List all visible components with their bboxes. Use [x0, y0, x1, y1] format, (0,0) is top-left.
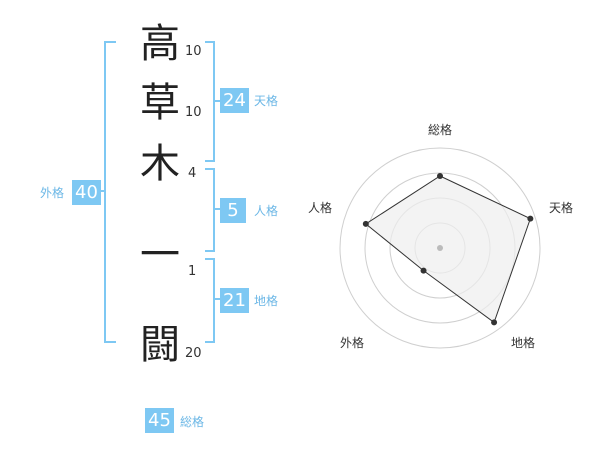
name-char-1: 高 [140, 21, 180, 67]
stroke-count-2: 10 [185, 105, 202, 120]
radar-point-5 [362, 220, 369, 227]
jinkaku-bracket-tick [215, 208, 220, 210]
chikaku-label: 地格 [254, 294, 279, 308]
chikaku-bracket-tick [215, 298, 220, 300]
name-char-3: 木 [140, 141, 180, 187]
tenkaku-label: 天格 [254, 94, 279, 108]
radar-axis-label-gaikaku: 外格 [340, 336, 365, 350]
radar-center-dot [437, 245, 443, 251]
soukaku-label: 総格 [180, 415, 205, 429]
radar-axis-label-chikaku: 地格 [511, 336, 536, 350]
chikaku-score: 21 [220, 288, 249, 313]
gaikaku-bracket [104, 41, 116, 343]
radar-axis-label-jinkaku: 人格 [308, 201, 333, 215]
radar-point-2 [527, 215, 534, 222]
tenkaku-bracket-tick [215, 100, 220, 102]
tenkaku-score: 24 [220, 88, 249, 113]
gaikaku-label: 外格 [40, 186, 65, 200]
radar-axis-label-tenkaku: 天格 [549, 201, 574, 215]
stroke-count-3: 4 [188, 166, 197, 181]
chikaku-bracket [205, 258, 215, 343]
name-char-4: 一 [140, 232, 180, 278]
gaikaku-score: 40 [72, 180, 101, 205]
jinkaku-bracket [205, 168, 215, 252]
radar-data-polygon [364, 175, 531, 324]
name-char-5: 闘 [140, 322, 180, 368]
tenkaku-bracket [205, 41, 215, 162]
jinkaku-score: 5 [220, 198, 246, 223]
soukaku-score: 45 [145, 408, 174, 433]
radar-point-4 [420, 267, 427, 274]
gaikaku-bracket-tick [98, 190, 104, 192]
stroke-count-4: 1 [188, 264, 197, 279]
stroke-count-1: 10 [185, 44, 202, 59]
radar-axis-label-soukaku: 総格 [428, 123, 453, 137]
radar-point-1 [437, 173, 443, 179]
name-char-2: 草 [140, 80, 180, 126]
jinkaku-label: 人格 [254, 204, 279, 218]
stroke-count-5: 20 [185, 346, 202, 361]
radar-point-3 [491, 319, 498, 326]
